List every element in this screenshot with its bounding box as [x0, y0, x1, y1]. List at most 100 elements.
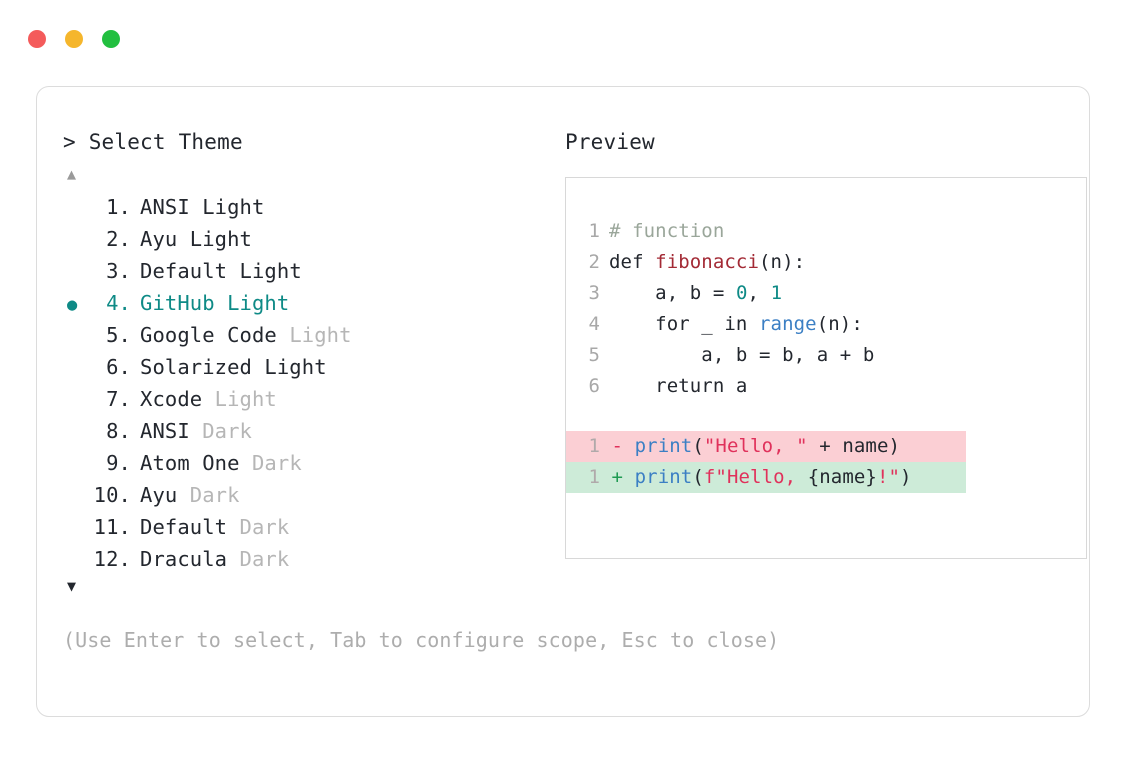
line-number: 3: [588, 282, 600, 304]
theme-list-item[interactable]: 7. Xcode Light: [63, 383, 533, 415]
code-token: ): [900, 466, 912, 488]
theme-list-item[interactable]: 5.Google Code Light: [63, 319, 533, 351]
minimize-button-icon[interactable]: [65, 30, 83, 48]
theme-item-number: 6.: [106, 355, 131, 379]
theme-list-item[interactable]: 9.Atom One Dark: [63, 447, 533, 479]
selected-bullet-icon: ●: [67, 295, 78, 315]
line-number: 1: [588, 435, 600, 457]
scroll-up-icon[interactable]: ▲: [67, 165, 77, 183]
maximize-button-icon[interactable]: [102, 30, 120, 48]
diff-sign: +: [600, 466, 635, 488]
theme-item-name: Atom One: [140, 451, 240, 475]
code-line: 3 a, b = 0, 1: [588, 278, 1086, 309]
theme-item-number: 9.: [106, 451, 131, 475]
line-number: 6: [588, 375, 600, 397]
page-title: > Select Theme: [63, 129, 533, 155]
line-number: 5: [588, 344, 600, 366]
diff-added-line: 1 + print(f"Hello, {name}!"): [566, 462, 966, 493]
line-number: 4: [588, 313, 600, 335]
theme-item-name: Default: [140, 515, 228, 539]
prompt-symbol: >: [63, 130, 76, 154]
diff-removed-line: 1 - print("Hello, " + name): [566, 431, 966, 462]
code-token: for _ in: [609, 313, 760, 335]
code-token: 0: [735, 282, 748, 304]
theme-item-name: Ayu: [140, 483, 178, 507]
code-token: a, b = b, a + b: [609, 344, 875, 366]
theme-item-number: 4.: [106, 291, 131, 315]
code-token: + name): [807, 435, 901, 457]
theme-item-name: GitHub: [140, 291, 215, 315]
theme-item-variant: Light: [177, 227, 252, 251]
code-token: {name}: [807, 466, 877, 488]
theme-item-variant: Light: [214, 291, 290, 315]
code-token: print: [634, 435, 693, 457]
code-line: 5 a, b = b, a + b: [588, 340, 1086, 371]
code-token: "Hello, ": [703, 435, 808, 457]
theme-item-name: Google Code: [140, 323, 277, 347]
theme-list-item[interactable]: 6.Solarized Light: [63, 351, 533, 383]
code-token: (n):: [816, 313, 863, 335]
code-token: (: [692, 435, 704, 457]
theme-item-number: 3.: [106, 259, 131, 283]
code-token: range: [759, 313, 817, 335]
theme-item-name: Xcode: [140, 387, 203, 411]
theme-list-item[interactable]: 12. Dracula Dark: [63, 543, 533, 575]
theme-item-number: 11.: [93, 515, 131, 539]
code-token: (n):: [759, 251, 806, 273]
window-controls: [28, 30, 120, 48]
theme-item-variant: Dark: [227, 515, 290, 539]
close-button-icon[interactable]: [28, 30, 46, 48]
code-token: # function: [609, 220, 725, 242]
theme-item-number: 12.: [93, 547, 131, 571]
line-number: 1: [588, 220, 600, 242]
theme-list-item[interactable]: 1.ANSI Light: [63, 191, 533, 223]
theme-item-name: Dracula: [140, 547, 228, 571]
theme-item-name: Default: [140, 259, 228, 283]
theme-list-item[interactable]: 10. Ayu Dark: [63, 479, 533, 511]
scroll-down-icon[interactable]: ▼: [67, 577, 77, 595]
theme-item-variant: Dark: [189, 419, 252, 443]
theme-item-number: 7.: [106, 387, 131, 411]
code-token: return a: [609, 375, 748, 397]
theme-list-item[interactable]: ● 4. GitHub Light: [63, 287, 533, 319]
theme-item-number: 5.: [106, 323, 131, 347]
theme-item-variant: Light: [189, 195, 265, 219]
theme-list-item[interactable]: 11. Default Dark: [63, 511, 533, 543]
code-token: ,: [747, 282, 771, 304]
theme-item-name: ANSI: [140, 419, 190, 443]
diff-block: 1 - print("Hello, " + name)1 + print(f"H…: [566, 431, 1086, 493]
page-title-text: Select Theme: [88, 130, 243, 154]
theme-item-name: Ayu: [140, 227, 178, 251]
code-token: def: [609, 251, 656, 273]
code-spacer: [588, 402, 1086, 431]
code-line: 6 return a: [588, 371, 1086, 402]
theme-list-item[interactable]: 2.Ayu Light: [63, 223, 533, 255]
code-token: print: [634, 466, 693, 488]
code-token: !": [876, 466, 901, 488]
code-line: 1 # function: [588, 216, 1086, 247]
theme-list-item[interactable]: 8.ANSI Dark: [63, 415, 533, 447]
theme-item-variant: Dark: [227, 547, 290, 571]
theme-item-name: ANSI: [140, 195, 190, 219]
theme-item-variant: Light: [251, 355, 327, 379]
theme-list-item[interactable]: 3. Default Light: [63, 255, 533, 287]
code-token: 1: [770, 282, 783, 304]
code-token: fibonacci: [655, 251, 760, 273]
theme-item-variant: Dark: [177, 483, 240, 507]
theme-item-number: 10.: [93, 483, 131, 507]
code-token: a, b =: [609, 282, 736, 304]
keyboard-hint: (Use Enter to select, Tab to configure s…: [63, 628, 780, 652]
theme-item-variant: Light: [227, 259, 302, 283]
code-line: 4 for _ in range(n):: [588, 309, 1086, 340]
theme-item-variant: Light: [202, 387, 277, 411]
